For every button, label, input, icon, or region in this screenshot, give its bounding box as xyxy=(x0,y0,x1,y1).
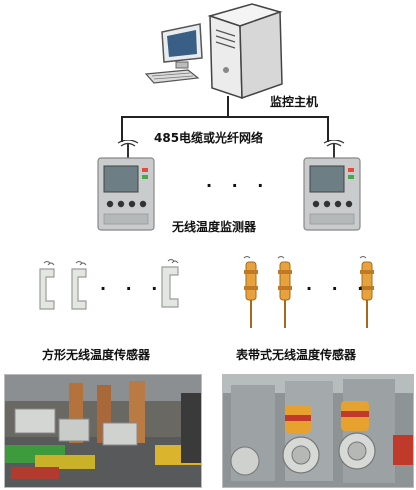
monitor-device-icon xyxy=(97,139,155,231)
strap-sensor-installation-photo xyxy=(222,374,414,488)
strap-sensor-icon xyxy=(243,256,258,328)
square-sensor-ellipsis: · · · xyxy=(100,279,165,298)
square-sensor-icons xyxy=(39,259,179,310)
monitor-ellipsis: · · · xyxy=(206,176,271,195)
monitor-device-icon xyxy=(303,139,361,231)
network-bus-line xyxy=(121,116,329,118)
strap-sensor-icon xyxy=(359,256,374,328)
square-sensor-icon xyxy=(71,261,87,310)
strap-sensor-ellipsis: · · · xyxy=(306,279,371,298)
square-sensor-icon xyxy=(39,261,55,310)
right-monitor-line xyxy=(327,116,329,142)
square-sensor-icon xyxy=(161,259,179,308)
host-label: 监控主机 xyxy=(270,95,319,109)
square-sensors xyxy=(22,255,202,325)
square-sensor-installation-photo xyxy=(4,374,202,488)
monitor-right xyxy=(296,139,368,232)
strap-sensors xyxy=(236,252,396,334)
host-computer xyxy=(140,0,300,100)
strap-sensor-icons xyxy=(243,256,374,328)
computer-icon xyxy=(144,3,283,100)
network-label: 485电缆或光纤网络 xyxy=(154,131,264,145)
monitor-label: 无线温度监测器 xyxy=(172,220,257,234)
strap-sensor-icon xyxy=(277,256,292,328)
left-monitor-line xyxy=(121,116,123,142)
strap-sensor-label: 表带式无线温度传感器 xyxy=(236,348,357,362)
host-drop-line xyxy=(227,96,229,118)
monitor-left xyxy=(90,139,162,232)
square-sensor-label: 方形无线温度传感器 xyxy=(42,348,151,362)
